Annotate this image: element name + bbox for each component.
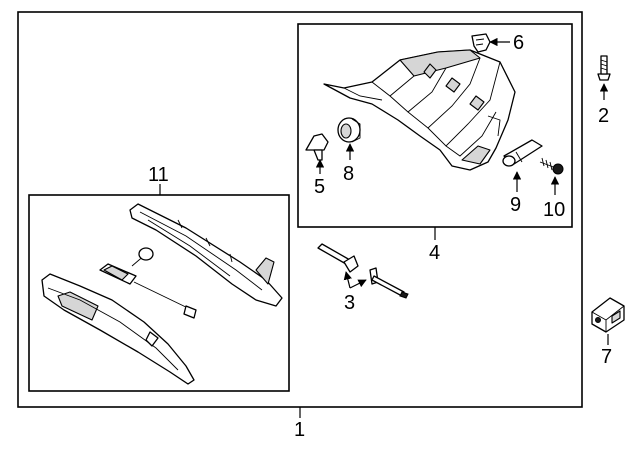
callout-2: 2 xyxy=(598,105,609,127)
callout-3: 3 xyxy=(344,292,355,314)
leader-3a xyxy=(343,271,352,289)
callout-4: 4 xyxy=(429,242,440,264)
callout-10: 10 xyxy=(543,199,565,221)
clip-illustration xyxy=(471,33,491,53)
box-glove-box xyxy=(28,194,290,392)
callout-1: 1 xyxy=(294,419,305,441)
callout-11: 11 xyxy=(148,164,169,186)
bumper-illustration xyxy=(337,117,361,143)
latch-block-illustration xyxy=(591,297,625,333)
hinge-pin-illustration xyxy=(317,243,409,299)
bolt-illustration xyxy=(597,55,611,81)
damper-illustration xyxy=(502,139,543,167)
screw-illustration xyxy=(539,157,564,175)
callout-8: 8 xyxy=(343,163,354,185)
callout-5: 5 xyxy=(314,176,325,198)
callout-7: 7 xyxy=(601,346,612,368)
callout-6: 6 xyxy=(513,32,524,54)
glove-box-door-illustration xyxy=(41,203,283,385)
leader-3b xyxy=(349,279,367,289)
callout-9: 9 xyxy=(510,194,521,216)
glove-box-housing-illustration xyxy=(323,49,516,171)
push-pin-illustration xyxy=(305,133,329,161)
